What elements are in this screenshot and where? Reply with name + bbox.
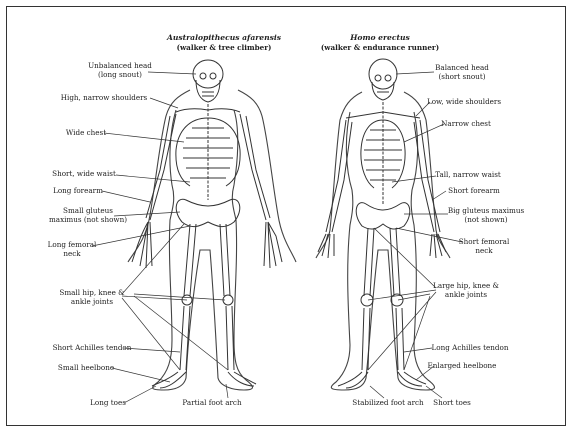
right-label-waist: Tall, narrow waist xyxy=(435,170,501,179)
right-label-heelbone: Enlarged heelbone xyxy=(428,361,497,370)
right-label-gluteus: Big gluteus maximus(not shown) xyxy=(448,206,525,224)
right-label-foot-arch: Stabilized foot arch xyxy=(352,398,424,407)
left-subtitle: (walker & tree climber) xyxy=(177,43,272,52)
homo-erectus-skeleton xyxy=(316,59,450,390)
right-label-joints: Large hip, knee &ankle joints xyxy=(433,281,500,299)
right-label-head: Balanced head(short snout) xyxy=(435,63,489,81)
left-label-forearm: Long forearm xyxy=(53,186,103,195)
left-label-foot-arch: Partial foot arch xyxy=(182,398,242,407)
skull-left xyxy=(193,60,223,102)
left-label-heelbone: Small heelbone xyxy=(58,363,114,372)
australopithecus-skeleton xyxy=(128,60,296,390)
left-label-toes: Long toes xyxy=(90,398,126,407)
left-label-achilles: Short Achilles tendon xyxy=(53,343,132,352)
right-label-chest: Narrow chest xyxy=(441,119,491,128)
left-label-head: Unbalanced head(long snout) xyxy=(88,61,152,79)
left-label-chest: Wide chest xyxy=(66,128,106,137)
skull-right xyxy=(369,59,397,100)
right-subtitle: (walker & endurance runner) xyxy=(321,43,439,52)
right-title: Homo erectus xyxy=(349,33,410,42)
right-label-shoulders: Low, wide shoulders xyxy=(427,97,501,106)
left-leader-lines xyxy=(92,72,228,403)
left-title: Australopithecus afarensis xyxy=(166,33,282,42)
right-label-forearm: Short forearm xyxy=(448,186,500,195)
left-label-joints: Small hip, knee &ankle joints xyxy=(59,288,125,306)
right-label-achilles: Long Achilles tendon xyxy=(432,343,509,352)
left-label-shoulders: High, narrow shoulders xyxy=(61,93,148,102)
right-label-toes: Short toes xyxy=(433,398,471,407)
left-label-waist: Short, wide waist xyxy=(52,169,116,178)
